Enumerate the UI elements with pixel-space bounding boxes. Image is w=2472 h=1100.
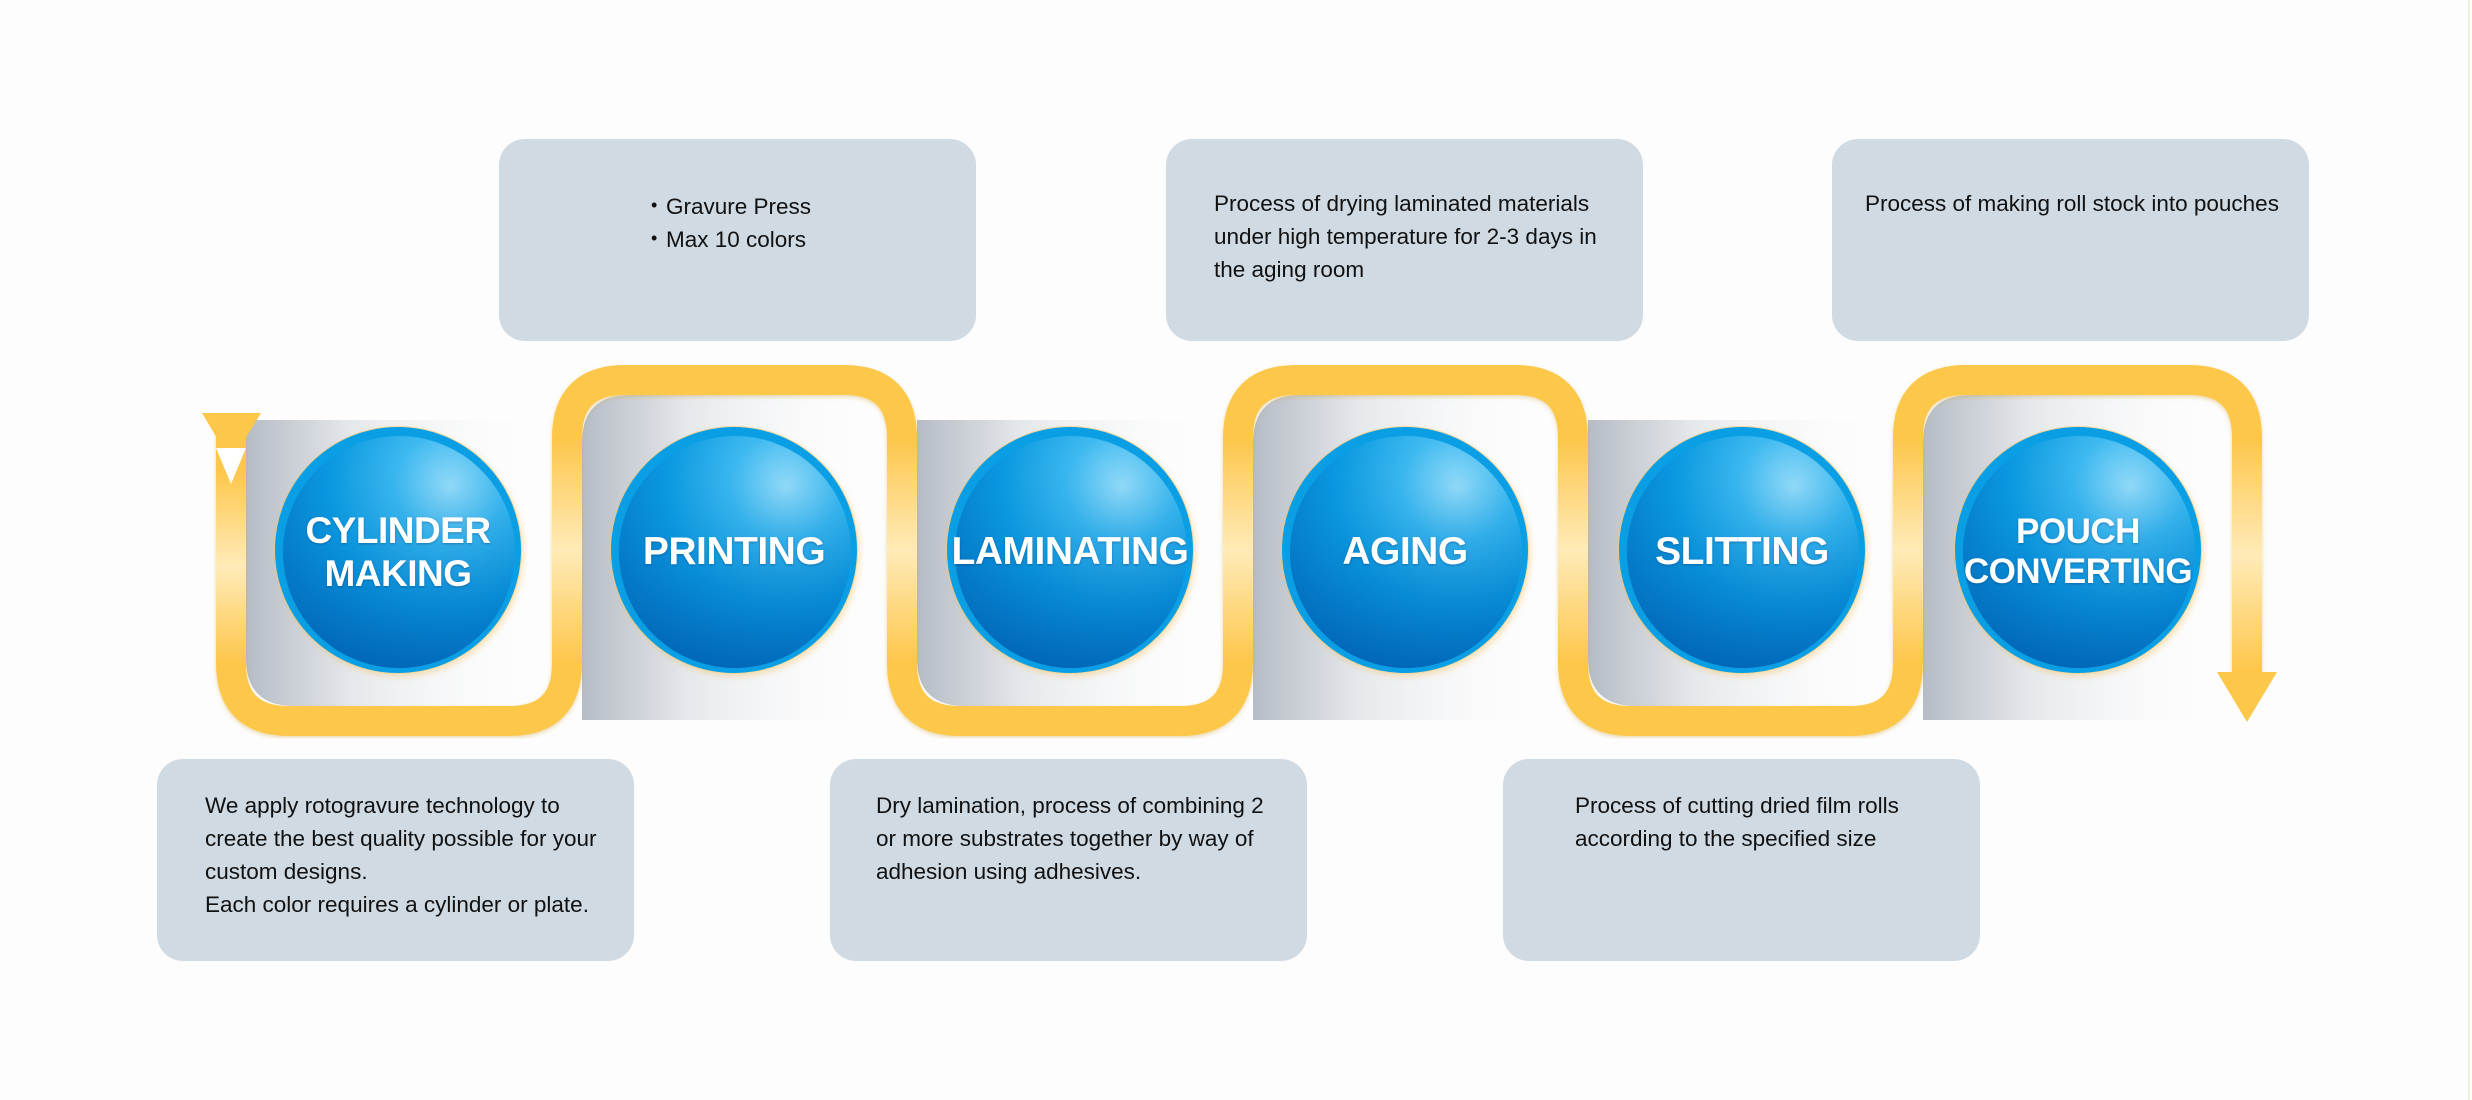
step-label-slitting: SLITTING (1655, 530, 1829, 573)
printing-description-box: Gravure Press Max 10 colors (499, 139, 976, 341)
pipe-highlight (1223, 438, 1253, 663)
laminating-description: Dry lamination, process of combining 2 o… (876, 793, 1264, 884)
step-circle-shade (955, 436, 1187, 668)
printing-bullet: Max 10 colors (651, 222, 811, 256)
printing-bullet: Gravure Press (651, 189, 811, 223)
down-arrow-start-icon (202, 413, 261, 462)
cylinder-making-description: We apply rotogravure technology to creat… (205, 793, 597, 917)
slitting-description-box: Process of cutting dried film rolls acco… (1503, 759, 1980, 961)
step-circle-shade (283, 436, 515, 668)
pipe-highlight (2232, 438, 2262, 672)
step-circle-shade (1963, 436, 2195, 668)
pipe-highlight (1558, 438, 1588, 663)
right-edge-line (2468, 0, 2470, 1100)
step-circle-cylinder-making (274, 426, 522, 674)
step-label-cylinder-making: CYLINDER MAKING (305, 510, 491, 594)
pouch-converting-description: Process of making roll stock into pouche… (1865, 191, 2279, 216)
step-circle-shade (1290, 436, 1522, 668)
step-label-laminating: LAMINATING (951, 530, 1189, 573)
pouch-converting-description-box: Process of making roll stock into pouche… (1832, 139, 2309, 341)
step-label-pouch-converting: POUCH CONVERTING (1963, 512, 2193, 591)
step-circle-pouch-converting (1954, 426, 2202, 674)
down-arrow-end-icon (2217, 672, 2277, 722)
step-circle-slitting (1618, 426, 1866, 674)
step-circle-aging (1281, 426, 1529, 674)
printing-bullet-list: Gravure Press Max 10 colors (651, 189, 811, 256)
step-circle-printing (610, 426, 858, 674)
laminating-description-box: Dry lamination, process of combining 2 o… (830, 759, 1307, 961)
pipe-highlight (1893, 438, 1923, 663)
step-label-printing: PRINTING (642, 530, 826, 573)
slitting-description: Process of cutting dried film rolls acco… (1575, 793, 1899, 851)
aging-description-box: Process of drying laminated materials un… (1166, 139, 1643, 341)
start-arrow-notch (216, 448, 246, 484)
pipe-highlight (887, 438, 917, 663)
step-circle-shade (619, 436, 851, 668)
step-label-aging: AGING (1342, 530, 1468, 573)
pipe-highlight (552, 438, 582, 663)
pipe-highlight (216, 470, 246, 663)
cylinder-making-description-box: We apply rotogravure technology to creat… (157, 759, 634, 961)
aging-description: Process of drying laminated materials un… (1214, 191, 1597, 282)
step-circle-shade (1627, 436, 1859, 668)
step-circle-laminating (946, 426, 1194, 674)
